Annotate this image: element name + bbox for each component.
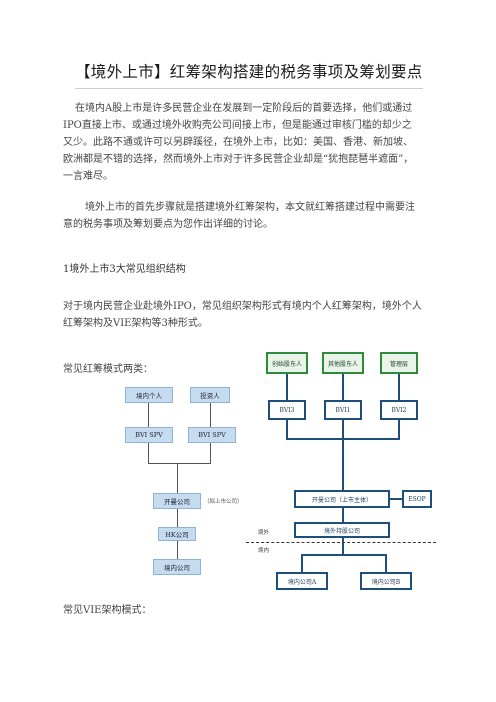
connector-line [301, 554, 387, 556]
connector-line [286, 374, 288, 400]
cayman-note: （拟上市公司） [204, 499, 243, 505]
red-chip-diagram-2: 创始股东人 其他股东人 管理层 BVI3 BVI1 BVI2 开曼公司（上市主体… [246, 352, 436, 592]
arrow-line [148, 443, 149, 463]
bvi3-box: BVI3 [268, 400, 306, 420]
other-shareholder-box: 其他股东人 [322, 352, 364, 374]
bvi1-box: BVI1 [324, 400, 362, 420]
document-title: 【境外上市】红筹架构搭建的税务事项及筹划要点 [75, 63, 423, 81]
arrow-line [148, 463, 211, 464]
red-chip-diagram-1: 境内个人 投资人 BVI SPV BVI SPV 开曼公司 （拟上市公司） HK… [120, 387, 245, 575]
connector-line [385, 554, 387, 572]
bvi2-box: BVI2 [380, 400, 418, 420]
structure-paragraph: 对于境内民营企业赴境外IPO，常见组织架构形式有境内个人红筹架构，境外个人红筹架… [63, 301, 422, 329]
esop-box: ESOP [402, 490, 432, 508]
arrow-line [177, 463, 178, 493]
domestic-person-box: 境内个人 [125, 387, 173, 403]
bvi-spv-box-2: BVI SPV [188, 427, 236, 443]
bvi-spv-box-1: BVI SPV [125, 427, 173, 443]
cayman-listed-box: 开曼公司（上市主体） [294, 490, 390, 508]
domestic-company-b-box: 境内公司B [360, 572, 412, 590]
second-paragraph: 境外上市的首先步骤就是搭建境外红筹架构，本文就红筹搭建过程中需要注意的税务事项及… [63, 202, 415, 230]
connector-line [390, 498, 402, 500]
arrow-line [177, 541, 178, 559]
modes-label: 常见红筹模式两类： [63, 364, 153, 375]
domestic-company-box: 境内公司 [153, 559, 201, 575]
arrow-line [177, 509, 178, 527]
connector-line [301, 554, 303, 572]
offshore-label: 境外 [258, 530, 270, 536]
domestic-company-a-box: 境内公司A [276, 572, 328, 590]
intro-paragraph: 在境内A股上市是许多民营企业在发展到一定阶段后的首要选择，他们或通过IPO直接上… [63, 103, 414, 182]
hk-company-box: HK公司 [158, 527, 196, 541]
connector-line [342, 538, 344, 554]
vie-label: 常见VIE架构模式： [63, 605, 152, 616]
offshore-holding-box: 境外持股公司 [294, 522, 390, 538]
connector-line [342, 438, 344, 490]
connector-line [342, 508, 344, 522]
section-heading: 1境外上市3大常见组织结构 [63, 264, 186, 275]
connector-line [398, 374, 400, 400]
founder-box: 创始股东人 [266, 352, 308, 374]
onshore-label: 境内 [258, 548, 270, 554]
investor-box: 投资人 [190, 387, 230, 403]
title-divider [75, 88, 423, 89]
cayman-company-box: 开曼公司 [153, 493, 201, 509]
connector-line [342, 374, 344, 400]
connector-line [342, 420, 344, 438]
arrow-line [210, 403, 211, 427]
connector-line [398, 420, 400, 438]
border-dashed-line [246, 542, 436, 543]
arrow-line [148, 403, 149, 427]
management-box: 管理层 [380, 352, 418, 374]
connector-line [286, 420, 288, 438]
arrow-line [210, 443, 211, 463]
